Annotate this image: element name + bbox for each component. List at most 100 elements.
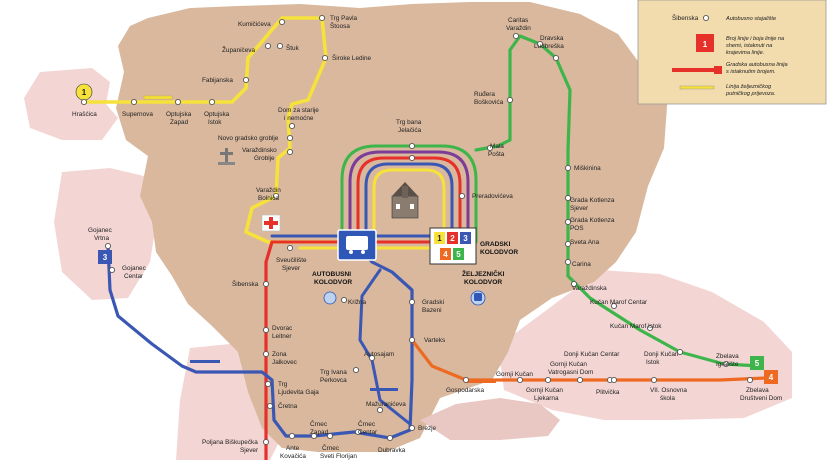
stop-donji-kucan-istok[interactable] <box>676 348 684 356</box>
legend-line-number: 1 <box>703 40 708 49</box>
stop-zona-jalkovec[interactable] <box>262 350 270 358</box>
stop-dom-za-starije[interactable] <box>288 122 296 130</box>
stop-gornji-kucan-vatrogasni-label-1: Gornji Kučan <box>550 361 587 368</box>
stop-supernova[interactable] <box>130 98 138 106</box>
stop-dvorac-leitner[interactable] <box>262 326 270 334</box>
stop-gospodarska[interactable] <box>462 376 470 384</box>
stop-varazdinska-label: Varaždinska <box>572 285 607 292</box>
stop-fabijanska[interactable] <box>242 76 250 84</box>
cross-icon <box>218 148 235 165</box>
stop-trg-pavla-label-1: Trg Pavla <box>330 15 358 22</box>
hub-rail-station[interactable]: ŽELJEZNIČKI KOLODVOR <box>462 269 505 306</box>
stop-crnec-centar[interactable] <box>354 428 362 436</box>
stop-optujska-zapad[interactable] <box>174 98 182 106</box>
stop-crnec-sveti-label-1: Črnec <box>322 443 340 452</box>
stop-preradoviceva[interactable] <box>458 192 466 200</box>
stop-trg-ljudevita[interactable] <box>264 380 272 388</box>
stop-hrascica-label: Hrašćica <box>72 111 97 118</box>
stop-plitvicka[interactable] <box>610 376 618 384</box>
stop-trg-ljudevita-label-1: Trg <box>278 381 288 388</box>
stop-varazdinska[interactable] <box>570 280 578 288</box>
terminus-badge-yellow: 1 <box>75 83 93 101</box>
badge-3-label: 3 <box>463 234 468 243</box>
stop-stuk[interactable] <box>276 42 284 50</box>
stop-trg-bana-label-1: Trg bana <box>396 119 422 126</box>
stop-vii-osnovna[interactable] <box>650 376 658 384</box>
badge-4-label: 4 <box>443 250 448 259</box>
stop-dubravka[interactable] <box>386 434 394 442</box>
stop-varazdinsko-groblje[interactable] <box>286 148 294 156</box>
stop-kumiciceva[interactable] <box>278 18 286 26</box>
stop-dravska-label: Dravska <box>540 35 564 42</box>
stop-zbelava-drustveni[interactable] <box>746 376 754 384</box>
stop-kucan-marof-centar[interactable] <box>610 302 618 310</box>
stop-grada-kotlenza-sjever[interactable] <box>564 194 572 202</box>
stop-zupaniceva-label: Županičeva <box>222 45 255 54</box>
stop-sveta-ana[interactable] <box>564 240 572 248</box>
stop-kucan-marof-istok-label: Kučan Marof Istok <box>610 323 662 330</box>
stop-trg-pavla[interactable] <box>318 14 326 22</box>
stop-miskinina[interactable] <box>564 164 572 172</box>
stop-brezje-label: Brezje <box>418 425 437 432</box>
stop-sveuciliste[interactable] <box>286 244 294 252</box>
stop-carina[interactable] <box>564 258 572 266</box>
bus-icon-wheel <box>349 250 353 254</box>
stop-hrascica[interactable] <box>80 98 88 106</box>
stop-kucan-marof-centar-label: Kučan Marof Centar <box>590 299 648 306</box>
stop-cretna[interactable] <box>266 402 274 410</box>
stop-dravska[interactable] <box>536 40 544 48</box>
zone-area-gojanec <box>54 168 158 300</box>
stop-autosajam[interactable] <box>368 354 376 362</box>
legend-line-badge <box>696 34 714 52</box>
stop-grada-kotlenza-pos[interactable] <box>564 218 572 226</box>
stop-gojanec-vrtna-label-2: Vrtna <box>94 235 109 242</box>
stop-caritas[interactable] <box>512 32 520 40</box>
stop-gornji-kucan[interactable] <box>516 376 524 384</box>
stop-sibenska[interactable] <box>262 280 270 288</box>
hub-city-station[interactable]: 1 2 3 4 5 GRADSKI KOLODVOR <box>429 227 518 265</box>
stop-gospodarska-label: Gospodarska <box>446 387 484 394</box>
stop-gornji-kucan-ljekarna[interactable] <box>544 376 552 384</box>
urban-area <box>116 2 668 452</box>
stop-ante-kovacica-label-1: Ante <box>286 445 300 452</box>
stop-gojanec-centar-label-2: Centar <box>124 273 144 280</box>
stop-crnec-zapad[interactable] <box>310 432 318 440</box>
stop-zupaniceva[interactable] <box>264 42 272 50</box>
stop-zbelava-igraliste[interactable] <box>722 360 730 368</box>
stop-trg-bana[interactable] <box>408 142 416 150</box>
stop-rudera[interactable] <box>506 96 514 104</box>
stop-trg-bana-2[interactable] <box>408 154 416 162</box>
terminus-badge-green: 5 <box>750 356 764 370</box>
stop-optujska-istok[interactable] <box>208 98 216 106</box>
hub-bus-station[interactable]: AUTOBUSNI KOLODVOR <box>312 229 377 305</box>
stop-caritas-label-1: Caritas <box>508 17 528 24</box>
stop-mala-posta[interactable] <box>486 144 494 152</box>
stop-krizna[interactable] <box>340 296 348 304</box>
stop-gojanec-centar[interactable] <box>108 266 116 274</box>
stop-mala-posta-label-1: Mala <box>490 143 504 150</box>
stop-optujska-istok-label-1: Optujska <box>204 111 230 118</box>
hospital-icon <box>261 214 281 232</box>
stop-gornji-kucan-vatrogasni[interactable] <box>576 376 584 384</box>
stop-siroke-ledine[interactable] <box>321 54 329 62</box>
stop-varteks[interactable] <box>408 336 416 344</box>
stop-mazuraniceva[interactable] <box>376 406 384 414</box>
route-yellow-loop <box>372 168 446 244</box>
stop-crnec-sveti[interactable] <box>326 432 334 440</box>
stop-gornji-kucan-ljekarna-label-2: Ljekarna <box>534 395 559 402</box>
stop-ante-kovacica[interactable] <box>288 432 296 440</box>
stop-gradski-bazeni[interactable] <box>408 298 416 306</box>
stop-kucan-marof-istok[interactable] <box>646 324 654 332</box>
stop-varazdin-bolnica[interactable] <box>272 192 280 200</box>
stop-gojanec-vrtna[interactable] <box>104 242 112 250</box>
stop-trg-ivana[interactable] <box>352 366 360 374</box>
stop-novo-groblje[interactable] <box>286 134 294 142</box>
stop-grada-kotlenza-sjever-label-1: Grada Kotlenza <box>570 197 615 204</box>
badge-4 <box>440 248 451 260</box>
stop-brezje[interactable] <box>408 424 416 432</box>
stop-zbelava-igraliste-label-2: Igralište <box>716 361 739 368</box>
stop-ante-kovacica-label-2: Kovačića <box>280 453 306 460</box>
stop-poljana[interactable] <box>262 438 270 446</box>
stop-ludbreska[interactable] <box>552 54 560 62</box>
